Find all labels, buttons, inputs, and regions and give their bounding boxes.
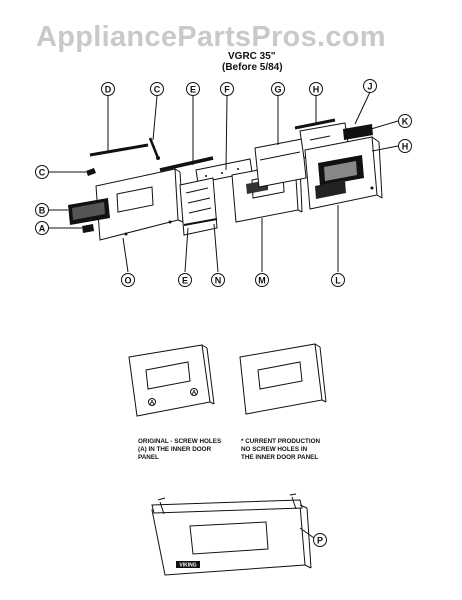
leader-lines [49,91,399,273]
note-current: * CURRENT PRODUCTION NO SCREW HOLES IN T… [241,438,321,461]
part-p-door-assembly: VIKING [151,493,315,576]
svg-text:F: F [224,85,230,95]
door-badge: VIKING [179,563,196,569]
svg-text:N: N [215,276,222,286]
svg-text:ORIGINAL - SCREW HOLES: ORIGINAL - SCREW HOLES [138,438,221,445]
callout-l: L [331,273,345,287]
callout-c-top: C [150,82,164,96]
svg-text:B: B [39,206,46,216]
svg-text:L: L [335,276,341,286]
part-c-clip [86,168,96,176]
svg-text:(A) IN THE INNER DOOR: (A) IN THE INNER DOOR [138,446,212,453]
panel-current [239,343,327,415]
svg-text:* CURRENT PRODUCTION: * CURRENT PRODUCTION [241,438,321,445]
callout-n: N [211,273,225,287]
callout-h-top: H [309,82,323,96]
part-l-inner-panel [304,136,383,210]
callout-e-bottom: E [178,273,192,287]
exploded-assembly: D C E F G H J K H C B A O E N M L [35,79,412,287]
part-b-glass [68,198,110,225]
svg-text:K: K [402,117,409,127]
svg-text:C: C [39,168,46,178]
callout-h-right: H [398,139,412,153]
panel-mark-a-left: A [150,400,155,407]
part-c-rod [148,137,160,160]
callout-g: G [271,82,285,96]
diagram-title-model: VGRC 35" [228,51,276,62]
svg-text:E: E [182,276,188,286]
callout-k: K [398,114,412,128]
badge-plate [176,561,200,568]
svg-text:G: G [274,85,281,95]
svg-text:C: C [154,85,161,95]
svg-text:H: H [313,85,320,95]
note-original: ORIGINAL - SCREW HOLES (A) IN THE INNER … [138,438,221,461]
svg-text:J: J [367,82,372,92]
svg-text:E: E [190,85,196,95]
diagram-title-date: (Before 5/84) [222,62,283,73]
callout-b: B [35,203,49,217]
watermark: AppliancePartsPros.com [36,21,386,53]
part-k-glass [343,124,373,140]
panel-original: A A [128,344,215,417]
part-g-cover [254,138,307,188]
svg-text:D: D [105,85,112,95]
callout-e-top: E [186,82,200,96]
svg-text:P: P [317,536,323,546]
part-n-glass [179,177,218,236]
callout-c-left: C [35,165,49,179]
callout-m: M [255,273,269,287]
svg-text:THE INNER DOOR PANEL: THE INNER DOOR PANEL [241,454,318,461]
callout-a: A [35,221,49,235]
callout-p: P [313,533,327,547]
part-e-bar [159,156,214,172]
svg-text:A: A [39,224,46,234]
svg-text:M: M [258,276,266,286]
callout-o: O [121,273,135,287]
part-a-screw [82,224,94,233]
callout-j: J [363,79,377,93]
part-h-rod [294,118,336,130]
svg-text:NO SCREW HOLES IN: NO SCREW HOLES IN [241,446,308,453]
svg-text:O: O [124,276,131,286]
part-d-rod [89,143,149,157]
part-outer-door-panel [95,168,184,241]
svg-text:H: H [402,142,409,152]
callout-f: F [220,82,234,96]
callout-d: D [101,82,115,96]
panel-mark-a-right: A [192,390,197,397]
svg-text:PANEL: PANEL [138,454,159,461]
